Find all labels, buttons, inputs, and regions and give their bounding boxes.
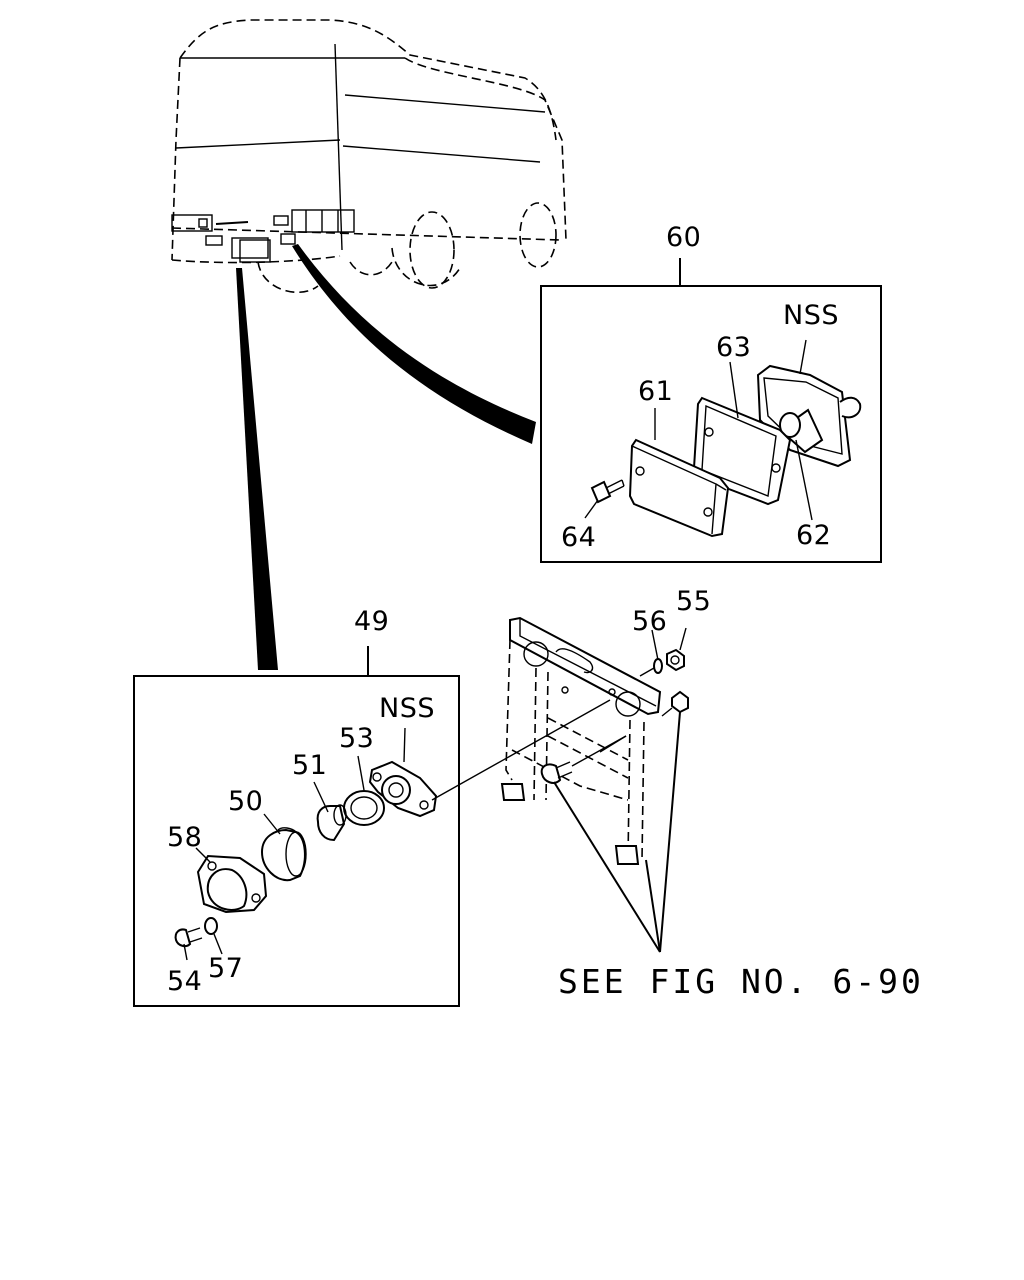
plate-lamp-housing (368, 760, 438, 818)
box-49: 49 NSS 53 51 50 58 54 57 (133, 606, 460, 1007)
cover-58 (196, 854, 268, 914)
see-fig-pointer (553, 711, 681, 953)
mounting-bracket (500, 616, 662, 865)
box-60: 60 NSS 63 61 62 64 (540, 222, 882, 563)
screw-64 (590, 479, 625, 504)
callout-64: 64 (561, 522, 596, 553)
callout-56: 56 (632, 606, 667, 637)
callout-nss-lower: NSS (379, 693, 435, 724)
callout-50: 50 (228, 786, 263, 817)
mounting-line (431, 699, 611, 801)
screw-54 (174, 927, 203, 948)
bulb-51 (316, 804, 347, 842)
callout-55: 55 (676, 586, 711, 617)
nut-55 (666, 648, 685, 672)
callout-53: 53 (339, 723, 374, 754)
callout-58: 58 (167, 822, 202, 853)
callout-54: 54 (167, 966, 202, 997)
lens-61 (628, 438, 730, 538)
vehicle-rear-outline (171, 19, 567, 294)
callout-62: 62 (796, 520, 831, 551)
see-fig-note: SEE FIG NO. 6-90 (558, 962, 924, 1001)
callout-63: 63 (716, 332, 751, 363)
callout-61: 61 (638, 376, 673, 407)
callout-51: 51 (292, 750, 327, 781)
nut-lower (671, 690, 689, 714)
callout-49: 49 (354, 606, 389, 637)
packing-53 (343, 790, 385, 826)
callout-57: 57 (208, 953, 243, 984)
bracket-bolt (540, 761, 573, 784)
washer-56 (653, 658, 663, 674)
callout-nss-upper: NSS (783, 300, 839, 331)
leader-to-box-49 (236, 268, 278, 670)
leader-to-box-60 (292, 244, 536, 444)
callout-60: 60 (666, 222, 701, 253)
washer-57 (204, 917, 218, 935)
lens-50 (260, 827, 307, 882)
